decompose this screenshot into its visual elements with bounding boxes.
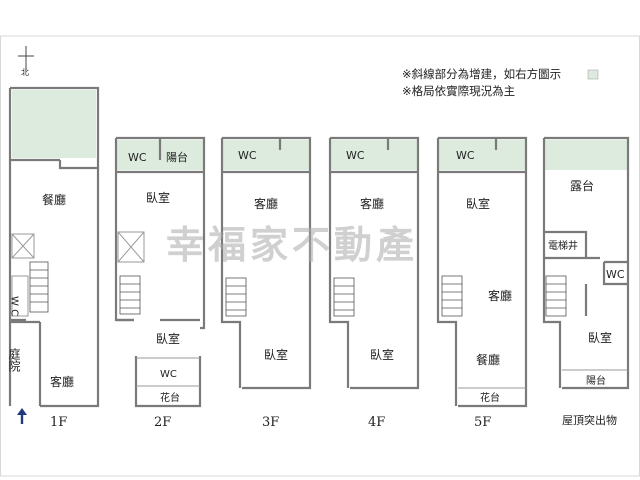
floor-label: 5F — [474, 415, 491, 430]
room-wc: WC — [238, 149, 257, 162]
room-bedroom-bottom: 臥室 — [156, 331, 180, 346]
floor-5f: WC 臥室 客廳 餐廳 花台 5F — [436, 136, 528, 430]
floor-4f: WC 客廳 臥室 4F — [328, 136, 420, 430]
room-elevator-shaft: 電梯井 — [548, 239, 578, 252]
room-balcony: 陽台 — [586, 374, 606, 387]
room-bedroom: 臥室 — [370, 347, 394, 362]
room-wc: W C — [9, 296, 20, 316]
extension-area — [12, 90, 96, 158]
elevator-shaft — [11, 233, 35, 259]
room-wc: WC — [346, 149, 365, 162]
staircase — [29, 261, 49, 313]
extension-area — [545, 140, 627, 170]
extension-area — [331, 140, 417, 170]
room-wc: WC — [606, 268, 625, 281]
room-balcony: 陽台 — [166, 150, 188, 164]
extension-area — [439, 140, 525, 170]
staircase — [333, 277, 355, 317]
room-planter: 花台 — [160, 391, 180, 404]
room-courtyard: 庭院 — [7, 347, 21, 372]
entrance-arrow-icon — [17, 408, 27, 424]
room-bedroom: 臥室 — [466, 196, 490, 211]
floor-label: 4F — [368, 415, 385, 430]
room-dining: 餐廳 — [42, 192, 66, 207]
floor-label: 屋頂突出物 — [562, 413, 617, 427]
floor-rooftop: 露台 電梯井 WC 臥室 陽台 屋頂突出物 — [542, 136, 630, 427]
floor-label: 2F — [154, 415, 171, 430]
north-arrow-icon: 北 — [18, 46, 34, 77]
legend-swatch — [587, 69, 599, 80]
room-wc-bottom: WC — [160, 369, 177, 380]
floor-label: 3F — [262, 415, 279, 430]
room-bedroom-top: 臥室 — [146, 190, 170, 205]
staircase — [545, 275, 567, 317]
room-terrace: 露台 — [570, 178, 594, 193]
floor-3f: WC 客廳 臥室 3F — [220, 136, 312, 430]
staircase — [119, 275, 141, 315]
floor-2f: WC 陽台 臥室 臥室 WC 花台 2F — [114, 136, 206, 430]
room-dining: 餐廳 — [476, 352, 500, 367]
room-bedroom: 臥室 — [588, 330, 612, 345]
extension-area — [223, 140, 309, 170]
room-planter: 花台 — [480, 391, 500, 404]
room-wc-top: WC — [128, 151, 147, 164]
room-bedroom: 臥室 — [264, 347, 288, 362]
elevator-shaft — [117, 231, 145, 263]
room-living: 客廳 — [488, 288, 512, 303]
north-label: 北 — [21, 68, 29, 77]
room-wc: WC — [456, 149, 475, 162]
room-living: 客廳 — [254, 196, 278, 211]
room-living: 客廳 — [50, 374, 74, 389]
note-extension: ※斜線部分為增建，如右方圖示 — [402, 67, 561, 81]
floor-label: 1F — [50, 415, 67, 430]
staircase — [225, 277, 247, 317]
note-layout: ※格局依實際現況為主 — [402, 84, 515, 98]
room-living: 客廳 — [360, 196, 384, 211]
watermark-text: 幸福家不動產 — [166, 222, 418, 267]
floor-1f: 餐廳 W C 庭院 客廳 1F — [7, 86, 100, 430]
staircase — [441, 275, 463, 317]
